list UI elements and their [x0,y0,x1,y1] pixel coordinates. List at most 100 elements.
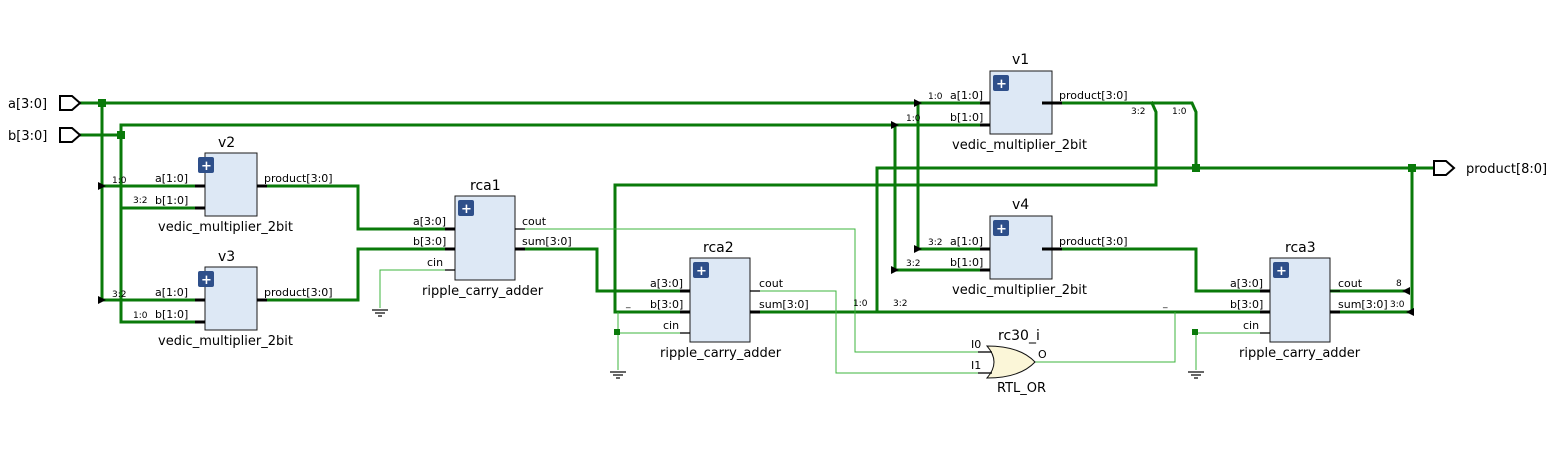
slice-sum-hi: 3:2 [893,299,907,309]
cell-name: vedic_multiplier_2bit [158,220,293,235]
expand-icon-glyph: + [996,77,1007,92]
pin-cout-label: cout [522,215,547,228]
slice-b-concat: _ [625,299,631,309]
port-a-label: a[3:0] [8,97,47,112]
slice-b: 1:0 [133,311,148,321]
instance-name: v2 [218,135,235,151]
instance-name: rca1 [470,178,501,194]
wire-v3-product[interactable] [255,247,457,302]
ripper-arrow [914,245,922,253]
wire-b-to-v3[interactable] [119,206,207,324]
junction-rca2-b [614,329,620,335]
cell-name: ripple_carry_adder [660,346,782,361]
pin-cin-label: cin [1243,319,1259,332]
pin-b-label: b[1:0] [155,194,188,207]
pin-b-label: b[3:0] [650,298,683,311]
slice-b: 3:2 [133,196,147,206]
ripper-arrow [891,266,899,274]
slice-b: 1:0 [906,114,921,124]
pin-b-label: b[3:0] [1230,298,1263,311]
port-b-label: b[3:0] [8,129,47,144]
block-rca2[interactable]: rca2 + a[3:0] b[3:0] cin cout sum[3:0] r… [625,240,907,361]
pin-a-label: a[1:0] [155,172,188,185]
expand-icon[interactable] [993,75,1009,91]
pin-a-label: a[3:0] [650,277,683,290]
cell-name: vedic_multiplier_2bit [952,283,1087,298]
pin-a-label: a[1:0] [155,286,188,299]
wire-v1-prod-hi[interactable] [613,101,1158,314]
instance-name: v3 [218,249,235,265]
block-v1[interactable]: v1 + a[1:0] b[1:0] product[3:0] vedic_mu… [906,52,1187,153]
junctions [98,99,1416,335]
wire-rca1-sum[interactable] [513,247,692,293]
wire-v1-product[interactable] [1050,101,1198,170]
ripper-arrow [914,99,922,107]
port-product-symbol[interactable] [1433,160,1456,176]
expand-icon[interactable] [693,262,709,278]
block-rca3[interactable]: rca3 + a[3:0] b[3:0] cin cout sum[3:0] r… [1162,240,1405,361]
instance-name: v4 [1012,197,1029,213]
expand-icon[interactable] [198,271,214,287]
net-rca1-cout[interactable] [515,228,990,353]
junction-rca3-cin [1192,329,1198,335]
expand-icon[interactable] [1273,262,1289,278]
slice-b-concat: _ [1162,299,1168,309]
block-rca1[interactable]: rca1 + a[3:0] b[3:0] cin cout sum[3:0] r… [413,178,572,299]
junction-b [117,131,125,139]
slice-a: 3:2 [928,238,942,248]
slice-prod-hi: 3:2 [1131,107,1145,117]
pin-product-label: product[3:0] [264,172,333,185]
expand-icon[interactable] [198,157,214,173]
net-rca2-cout[interactable] [760,290,990,374]
port-a[interactable]: a[3:0] [8,95,82,112]
wire-v2-product[interactable] [255,184,457,231]
expand-icon[interactable] [993,220,1009,236]
net-rca1-cin-gnd[interactable] [379,269,455,308]
wire-a-to-v2[interactable] [100,101,207,188]
wire-a-to-v3[interactable] [100,184,207,302]
slice-sum: 3:0 [1390,300,1405,310]
instance-name: rc30_i [998,328,1040,344]
wire-product-bus[interactable] [875,166,1434,314]
pin-product-label: product[3:0] [1059,235,1128,248]
slice-sum-lo: 1:0 [853,299,868,309]
block-v4[interactable]: v4 + a[1:0] b[1:0] product[3:0] vedic_mu… [906,197,1128,298]
pin-sum-label: sum[3:0] [1338,298,1388,311]
cell-name: RTL_OR [997,381,1046,396]
slice-prod-lo: 1:0 [1172,107,1187,117]
port-b[interactable]: b[3:0] [8,127,82,144]
expand-icon-glyph: + [201,159,212,174]
wire-v4-product[interactable] [1050,247,1272,293]
net-or-out[interactable] [1035,312,1176,363]
expand-icon-glyph: + [996,222,1007,237]
ripper-arrow [98,182,106,190]
ripper-arrows [98,99,1414,316]
port-product[interactable]: product[8:0] [1433,160,1547,177]
cell-name: ripple_carry_adder [1239,346,1361,361]
or-gate-symbol[interactable] [985,345,1036,379]
instance-name: rca3 [1285,240,1316,256]
port-b-symbol[interactable] [59,127,82,143]
ripper-arrow [891,121,899,129]
wire-b-bus[interactable] [78,123,992,137]
ripper-arrow [98,296,106,304]
expand-icon-glyph: + [1276,264,1287,279]
gate-rc30-i[interactable]: rc30_i I0 I1 O RTL_OR [971,328,1047,396]
slice-b: 3:2 [906,259,920,269]
ground-icon [610,371,626,379]
port-a-symbol[interactable] [59,95,82,111]
pin-cout-label: cout [759,277,784,290]
block-v3[interactable]: v3 + a[1:0] b[1:0] product[3:0] vedic_mu… [112,249,333,349]
expand-icon[interactable] [458,200,474,216]
instance-name: rca2 [703,240,734,256]
junction-a [98,99,106,107]
pin-b-label: b[1:0] [155,308,188,321]
pin-b-label: b[1:0] [950,111,983,124]
ripper-arrow [1402,287,1410,295]
pin-i0-label: I0 [971,338,981,351]
ground-icon [372,309,388,317]
pin-o-label: O [1038,348,1047,361]
block-v2[interactable]: v2 + a[1:0] b[1:0] product[3:0] vedic_mu… [112,135,333,235]
expand-icon-glyph: + [696,264,707,279]
